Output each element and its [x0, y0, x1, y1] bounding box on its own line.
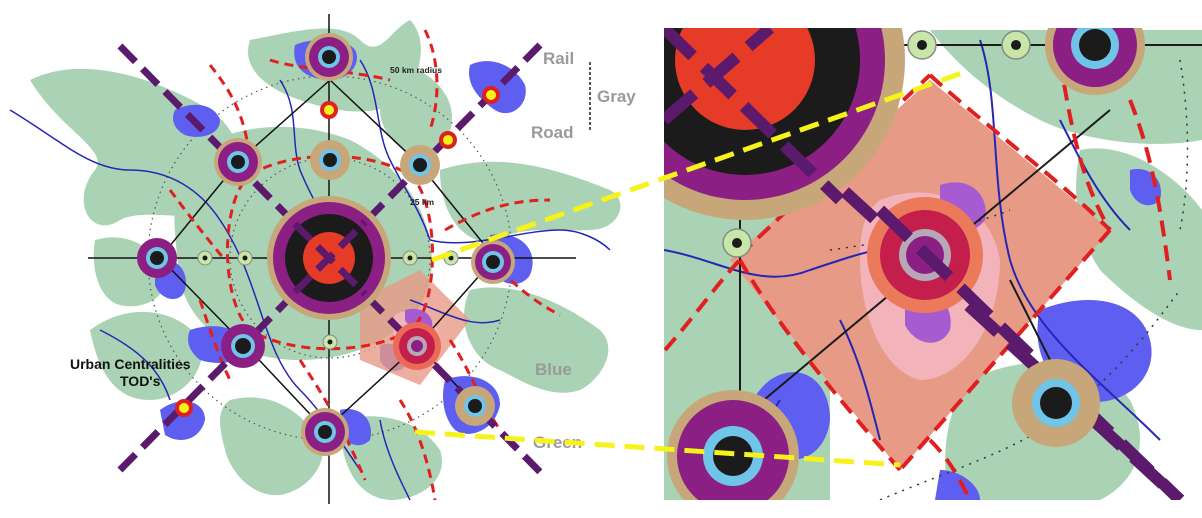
callout-line-bottom: [414, 429, 901, 468]
green-space-north-2: [380, 60, 452, 157]
river-west: [9, 109, 221, 221]
blue-space-south-west: [160, 401, 205, 440]
legend-gray: Gray: [597, 87, 636, 106]
tod-points: [175, 86, 500, 417]
hub-se-highlight: [393, 322, 441, 370]
green-space-southeast: [464, 287, 609, 393]
hub-south: [301, 408, 349, 456]
hub-east: [471, 240, 515, 284]
hub-sw: [221, 324, 265, 368]
dashed-west: [168, 189, 227, 261]
river-north-2: [359, 59, 431, 241]
dashed-southwest: [198, 299, 232, 381]
zoom-rail-through-hub: [875, 205, 1185, 500]
dashed-east: [444, 198, 551, 232]
green-stations: [197, 250, 459, 350]
zoom-hub-bottom-left: [667, 390, 799, 500]
hub-n-inner: [310, 140, 350, 180]
river-southeast: [409, 299, 501, 324]
zoom-green-stations: [722, 30, 1031, 258]
hub-west: [137, 238, 177, 278]
zoom-dotted-ring: [829, 59, 1189, 500]
zoom-rail-over-hub: [664, 28, 845, 205]
zoom-hub-bottom-right: [1012, 359, 1100, 447]
zoom-panel: [664, 28, 1202, 500]
rail-over-hub: [292, 219, 368, 297]
river-east: [429, 229, 611, 251]
callout-line-top: [431, 69, 966, 263]
hub-se-small: [455, 386, 495, 426]
centralities-label-line1: Urban Centralities: [70, 356, 191, 372]
dashed-northeast: [423, 29, 439, 131]
road-diag-ne: [329, 79, 421, 166]
legend-road: Road: [531, 123, 574, 142]
zoom-callout-lines: [414, 69, 966, 468]
river-south: [379, 419, 411, 501]
river-southwest: [99, 329, 171, 401]
centralities-label-line2: TOD's: [120, 373, 161, 389]
left-panel: 50 km radius 25 km Rail Gray Road Blue G…: [9, 14, 636, 504]
green-space-southwest: [90, 311, 202, 400]
legend-blue: Blue: [535, 360, 572, 379]
legend-green: Green: [533, 433, 582, 452]
zoom-hub-top-right: [1045, 28, 1145, 95]
dashed-north: [269, 58, 391, 82]
green-space-south: [220, 397, 323, 496]
radius-25km-label: 25 km: [410, 197, 435, 207]
radius-50km-label: 50 km radius: [390, 65, 442, 75]
dashed-northwest: [208, 64, 252, 176]
hub-ne: [400, 145, 440, 185]
hub-nw: [214, 138, 262, 186]
dashed-south-east: [398, 399, 437, 501]
legend-rail: Rail: [543, 49, 574, 68]
sub-hubs: [137, 33, 515, 456]
hub-north: [305, 33, 353, 81]
